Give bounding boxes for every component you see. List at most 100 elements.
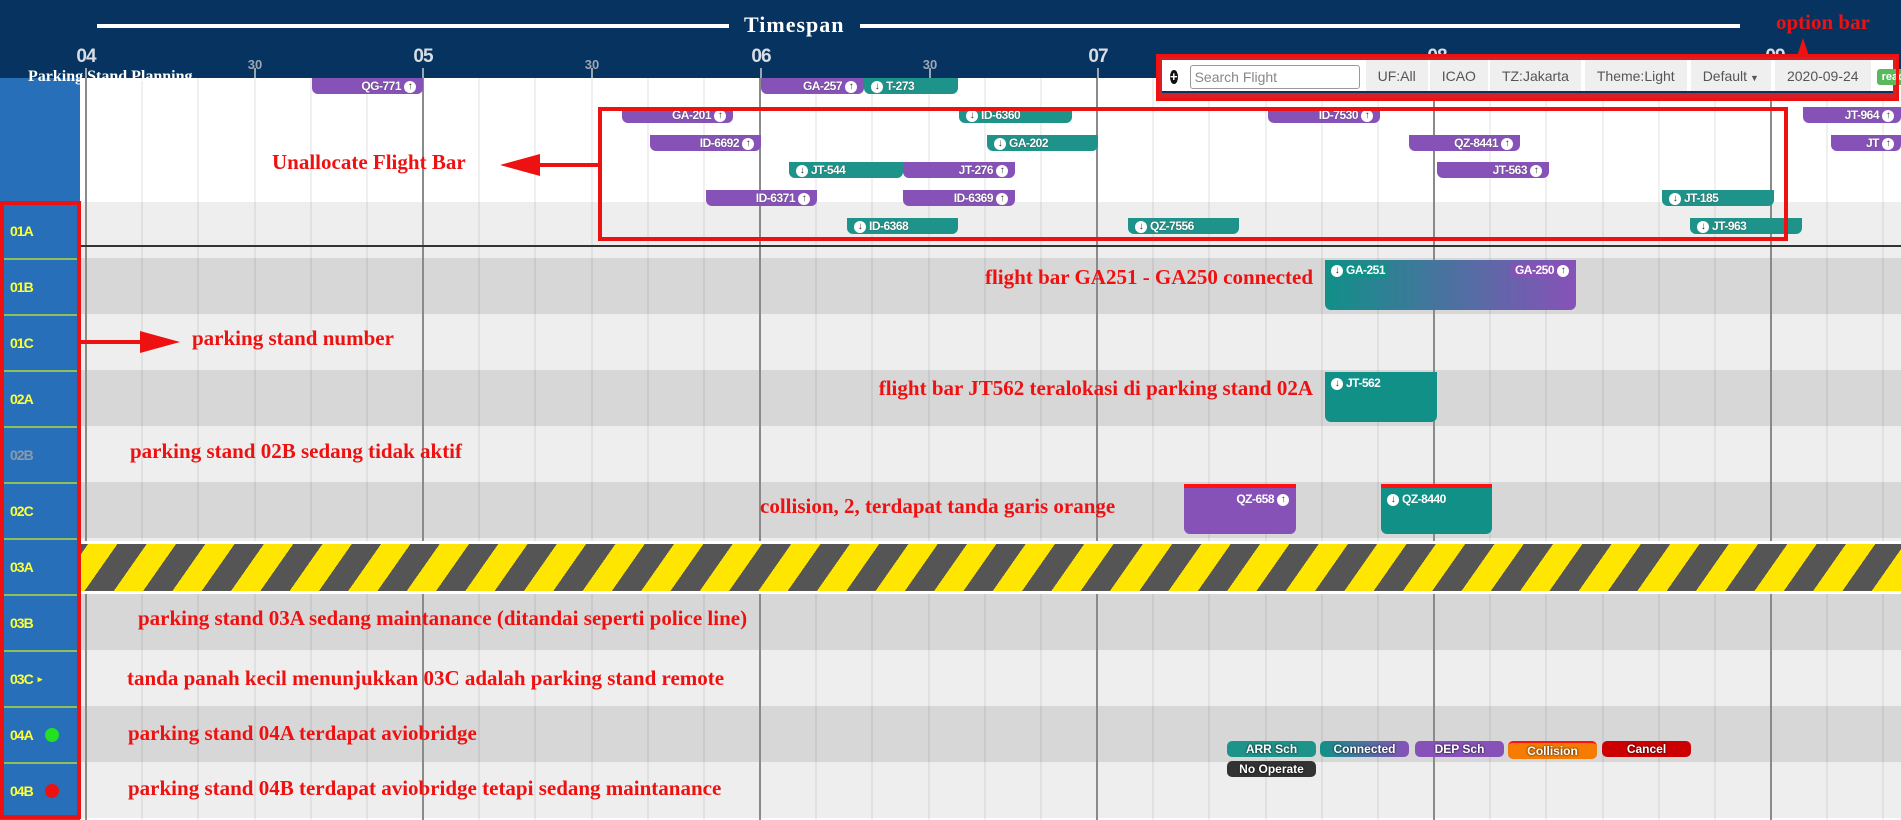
annotation-stand-02b: parking stand 02B sedang tidak aktif bbox=[130, 439, 463, 463]
minor-gridline bbox=[591, 78, 593, 820]
aviobridge-active-icon bbox=[44, 728, 59, 742]
arrival-arrow-icon: ↓ bbox=[1387, 493, 1399, 506]
legend-dep-sch: DEP Sch bbox=[1415, 741, 1504, 757]
timezone-button[interactable]: TZ:Jakarta bbox=[1489, 60, 1581, 93]
unallocated-flight-bar[interactable]: ID-7530↑ bbox=[1268, 107, 1380, 123]
stand-label: 03C bbox=[10, 671, 34, 687]
theme-button[interactable]: Theme:Light bbox=[1584, 60, 1687, 93]
stand-02b[interactable]: 02B bbox=[0, 426, 78, 482]
annotation-arrow-up-icon bbox=[1797, 38, 1809, 56]
stand-row[interactable] bbox=[80, 594, 1901, 650]
stand-02a[interactable]: 02A bbox=[0, 370, 78, 426]
view-dropdown[interactable]: Default▼ bbox=[1690, 60, 1771, 93]
unallocated-flight-bar[interactable]: ↓ID-6368 bbox=[847, 218, 958, 234]
half-hour-tick bbox=[254, 68, 256, 78]
unallocated-flight-bar[interactable]: ↓T-273 bbox=[864, 78, 958, 94]
stand-row[interactable] bbox=[80, 202, 1901, 258]
stand-02c[interactable]: 02C bbox=[0, 482, 78, 538]
hour-tick bbox=[1097, 68, 1099, 78]
uf-filter-button[interactable]: UF:All bbox=[1365, 60, 1428, 93]
collision-flight-bar[interactable]: QZ-658↑ bbox=[1184, 484, 1296, 534]
stand-row[interactable] bbox=[80, 706, 1901, 762]
minor-gridline bbox=[1658, 78, 1660, 820]
stand-row[interactable] bbox=[80, 314, 1901, 370]
flight-label: ID-6371 bbox=[755, 191, 796, 205]
minor-gridline bbox=[647, 78, 649, 820]
unallocated-flight-bar[interactable]: ↓GA-202 bbox=[987, 135, 1098, 151]
hour-gridline bbox=[1096, 78, 1098, 820]
unallocated-flight-bar[interactable]: JT↑ bbox=[1831, 135, 1901, 151]
minor-gridline bbox=[141, 78, 143, 820]
annotation-arrow-line bbox=[535, 163, 599, 167]
unallocated-flight-bar[interactable]: ID-6369↑ bbox=[903, 190, 1015, 206]
flight-label: JT-185 bbox=[1684, 191, 1719, 205]
timeline-grid[interactable] bbox=[80, 78, 1901, 820]
legend-arr-sch: ARR Sch bbox=[1227, 741, 1316, 757]
minor-gridline bbox=[984, 78, 986, 820]
stand-03c[interactable]: 03C▸ bbox=[0, 650, 78, 706]
arrival-arrow-icon: ↓ bbox=[994, 137, 1006, 150]
departure-arrow-icon: ↑ bbox=[996, 164, 1008, 177]
minor-gridline bbox=[534, 78, 536, 820]
stand-01c[interactable]: 01C bbox=[0, 314, 78, 370]
unallocated-flight-bar[interactable]: ↓JT-544 bbox=[789, 162, 903, 178]
hour-label: 06 bbox=[751, 46, 771, 67]
stand-row[interactable] bbox=[80, 258, 1901, 314]
unallocated-flight-bar[interactable]: JT-563↑ bbox=[1437, 162, 1549, 178]
unallocated-flight-bar[interactable]: QZ-8441↑ bbox=[1409, 135, 1520, 151]
stand-row[interactable] bbox=[80, 762, 1901, 818]
half-hour-label: 30 bbox=[922, 57, 938, 72]
search-flight-input[interactable] bbox=[1189, 64, 1360, 89]
flight-label: GA-257 bbox=[802, 79, 843, 93]
stand-row[interactable] bbox=[80, 370, 1901, 426]
unallocated-flight-bar[interactable]: ↓JT-185 bbox=[1662, 190, 1774, 206]
stand-row[interactable] bbox=[80, 482, 1901, 538]
minor-gridline bbox=[366, 78, 368, 820]
arrival-arrow-icon: ↓ bbox=[1331, 264, 1343, 277]
legend-connected: Connected bbox=[1320, 741, 1409, 757]
departure-arrow-icon: ↑ bbox=[1557, 264, 1569, 277]
annotation-arrow-left-icon bbox=[500, 154, 540, 176]
legend-no-operate: No Operate bbox=[1227, 761, 1316, 777]
arrival-arrow-icon: ↓ bbox=[1135, 220, 1147, 233]
stand-row[interactable] bbox=[80, 426, 1901, 482]
stand-01b[interactable]: 01B bbox=[0, 258, 78, 314]
page-title: Parking Stand Planning bbox=[28, 68, 193, 85]
unallocated-flight-bar[interactable]: GA-257↑ bbox=[761, 78, 864, 94]
unallocated-flight-bar[interactable]: QG-771↑ bbox=[312, 78, 423, 94]
code-type-button[interactable]: ICAO bbox=[1429, 60, 1488, 93]
stand-04a[interactable]: 04A bbox=[0, 706, 78, 762]
collision-flight-bar[interactable]: ↓QZ-8440 bbox=[1381, 484, 1492, 534]
flight-label: ID-6692 bbox=[699, 136, 740, 150]
unallocated-flight-bar[interactable]: ↓ID-6360 bbox=[959, 107, 1072, 123]
unallocated-flight-bar[interactable]: GA-201↑ bbox=[622, 107, 733, 123]
annotation-unallocate: Unallocate Flight Bar bbox=[272, 150, 466, 174]
annotation-box-option-bar bbox=[1156, 54, 1899, 101]
departure-arrow-icon: ↑ bbox=[845, 80, 857, 93]
timespan-title: Timespan bbox=[744, 12, 845, 37]
unallocated-flight-bar[interactable]: JT-964↑ bbox=[1803, 107, 1901, 123]
date-picker[interactable]: 2020-09-24 bbox=[1774, 60, 1871, 93]
stand-04b[interactable]: 04B bbox=[0, 762, 78, 818]
unallocated-flight-bar[interactable]: ↓QZ-7556 bbox=[1128, 218, 1239, 234]
minor-gridline bbox=[703, 78, 705, 820]
unallocated-flight-bar[interactable]: ID-6692↑ bbox=[650, 135, 761, 151]
arrival-arrow-icon: ↓ bbox=[1669, 192, 1681, 205]
annotation-arrow-line bbox=[80, 340, 150, 344]
departure-arrow-icon: ↑ bbox=[1882, 137, 1894, 150]
unallocated-flight-bar[interactable]: JT-276↑ bbox=[903, 162, 1015, 178]
unallocated-flight-bar[interactable]: ↓JT-963 bbox=[1690, 218, 1802, 234]
stand-03b[interactable]: 03B bbox=[0, 594, 78, 650]
stand-03a[interactable]: 03A bbox=[0, 538, 78, 594]
flight-label: ID-6369 bbox=[953, 191, 994, 205]
unallocated-flight-bar[interactable]: ID-6371↑ bbox=[706, 190, 817, 206]
allocated-flight-bar[interactable]: ↓JT-562 bbox=[1325, 372, 1437, 422]
annotation-stand-03a: parking stand 03A sedang maintanance (di… bbox=[138, 606, 748, 630]
minor-gridline bbox=[254, 78, 256, 820]
departure-arrow-icon: ↑ bbox=[1361, 109, 1373, 122]
minor-gridline bbox=[1489, 78, 1491, 820]
plus-circle-icon[interactable]: + bbox=[1170, 68, 1178, 84]
minor-gridline bbox=[310, 78, 312, 820]
stand-row[interactable] bbox=[80, 650, 1901, 706]
